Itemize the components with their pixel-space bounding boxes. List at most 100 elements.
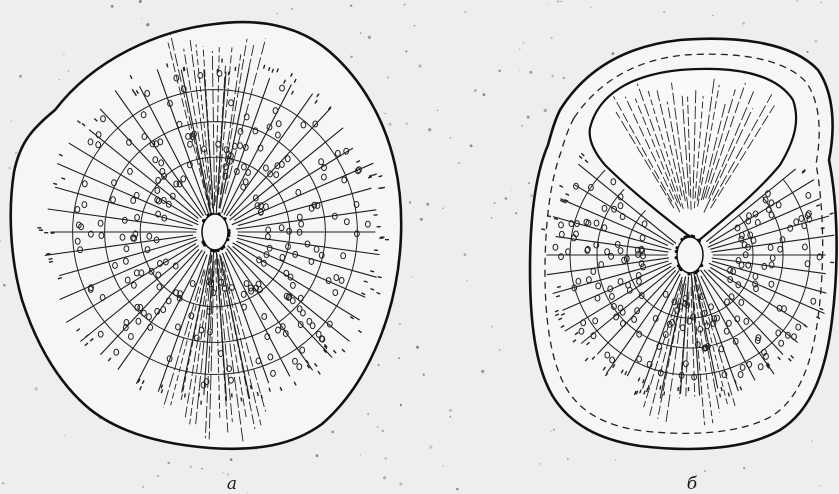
scale-b-marginal-dash bbox=[720, 393, 721, 397]
paper-speck bbox=[544, 109, 547, 112]
paper-speck bbox=[19, 75, 22, 78]
scale-a-focus-dot bbox=[209, 212, 212, 215]
scale-a-marginal-dash bbox=[46, 254, 50, 255]
paper-speck bbox=[399, 482, 402, 485]
paper-speck bbox=[551, 431, 553, 433]
paper-speck bbox=[704, 470, 706, 472]
paper-speck bbox=[663, 11, 665, 13]
scale-a-focus-dot bbox=[213, 249, 216, 252]
paper-speck bbox=[742, 22, 745, 25]
paper-speck bbox=[59, 79, 60, 80]
paper-speck bbox=[539, 463, 540, 464]
panel-b-label: б bbox=[687, 474, 698, 494]
scale-b-focus-dot bbox=[686, 235, 689, 238]
paper-speck bbox=[360, 33, 361, 34]
paper-speck bbox=[549, 3, 550, 4]
paper-speck bbox=[470, 144, 473, 147]
paper-speck bbox=[35, 387, 38, 390]
paper-speck bbox=[146, 23, 149, 26]
scale-a-marginal-dash bbox=[49, 259, 53, 260]
scale-b-focus-dot bbox=[675, 250, 678, 253]
paper-speck bbox=[15, 152, 18, 155]
paper-speck bbox=[368, 36, 371, 39]
paper-speck bbox=[111, 5, 114, 8]
paper-speck bbox=[515, 212, 517, 214]
paper-speck bbox=[527, 116, 530, 119]
paper-speck bbox=[474, 89, 477, 92]
scale-a-marginal-dash bbox=[381, 187, 385, 188]
scale-a-marginal-dash bbox=[241, 397, 242, 401]
paper-speck bbox=[561, 1, 563, 3]
scale-a-focus-dot bbox=[223, 217, 226, 220]
paper-speck bbox=[404, 4, 406, 6]
scale-b-focus-dot bbox=[692, 235, 695, 238]
paper-speck bbox=[521, 125, 523, 127]
paper-speck bbox=[615, 460, 616, 461]
paper-speck bbox=[505, 197, 508, 200]
scale-a-focus-dot bbox=[226, 238, 229, 241]
paper-speck bbox=[796, 0, 798, 2]
paper-speck bbox=[519, 48, 520, 49]
scale-a-focus-dot bbox=[217, 249, 220, 252]
scale-a-marginal-dash bbox=[370, 271, 374, 272]
paper-speck bbox=[466, 280, 467, 281]
scale-a-focus-dot bbox=[218, 212, 221, 215]
scale-b-focus-dot bbox=[687, 272, 690, 275]
paper-speck bbox=[498, 349, 500, 351]
paper-speck bbox=[491, 325, 493, 327]
paper-speck bbox=[464, 11, 466, 13]
paper-speck bbox=[529, 71, 532, 74]
paper-speck bbox=[405, 50, 407, 52]
scale-b-focus-dot bbox=[680, 238, 683, 241]
paper-speck bbox=[420, 218, 423, 221]
paper-speck bbox=[64, 435, 65, 436]
paper-speck bbox=[814, 40, 817, 43]
paper-speck bbox=[350, 5, 352, 7]
scale-a-marginal-dash bbox=[49, 261, 53, 262]
scale-a-focus-dot bbox=[203, 243, 206, 246]
paper-speck bbox=[519, 70, 520, 71]
paper-speck bbox=[442, 465, 443, 466]
scale-a-marginal-dash bbox=[183, 67, 184, 71]
paper-speck bbox=[11, 121, 12, 122]
scale-drawing-b bbox=[530, 39, 837, 449]
scale-b-marginal-dash bbox=[541, 229, 545, 230]
scale-b-focus-dot bbox=[700, 264, 703, 267]
scale-a-focus-dot bbox=[207, 214, 210, 217]
paper-speck bbox=[414, 25, 416, 27]
paper-speck bbox=[428, 128, 431, 131]
paper-speck bbox=[557, 0, 559, 2]
paper-speck bbox=[384, 113, 386, 115]
paper-speck bbox=[811, 441, 813, 443]
paper-speck bbox=[456, 488, 459, 491]
paper-speck bbox=[3, 284, 6, 287]
paper-speck bbox=[743, 467, 745, 469]
paper-speck bbox=[458, 162, 460, 164]
paper-speck bbox=[406, 123, 408, 125]
paper-speck bbox=[498, 70, 501, 73]
paper-speck bbox=[528, 182, 530, 184]
scale-a-focus-dot bbox=[202, 219, 205, 222]
paper-speck bbox=[819, 485, 821, 487]
paper-speck bbox=[378, 364, 380, 366]
paper-speck bbox=[398, 357, 400, 359]
paper-speck bbox=[399, 323, 401, 325]
paper-speck bbox=[567, 458, 569, 460]
paper-speck bbox=[491, 217, 492, 218]
scale-b-marginal-dash bbox=[664, 391, 665, 395]
paper-speck bbox=[376, 426, 378, 428]
paper-speck bbox=[551, 37, 553, 39]
paper-speck bbox=[8, 167, 11, 170]
paper-speck bbox=[530, 194, 533, 197]
paper-speck bbox=[360, 454, 362, 456]
paper-speck bbox=[291, 8, 293, 10]
scale-a-focus-dot bbox=[227, 231, 230, 234]
paper-speck bbox=[409, 201, 411, 203]
paper-speck bbox=[190, 466, 192, 468]
scale-b-focus-dot bbox=[679, 267, 682, 270]
paper-speck bbox=[821, 2, 822, 3]
panel-a-label: а bbox=[227, 474, 237, 494]
paper-speck bbox=[331, 431, 334, 434]
paper-speck bbox=[437, 110, 438, 111]
